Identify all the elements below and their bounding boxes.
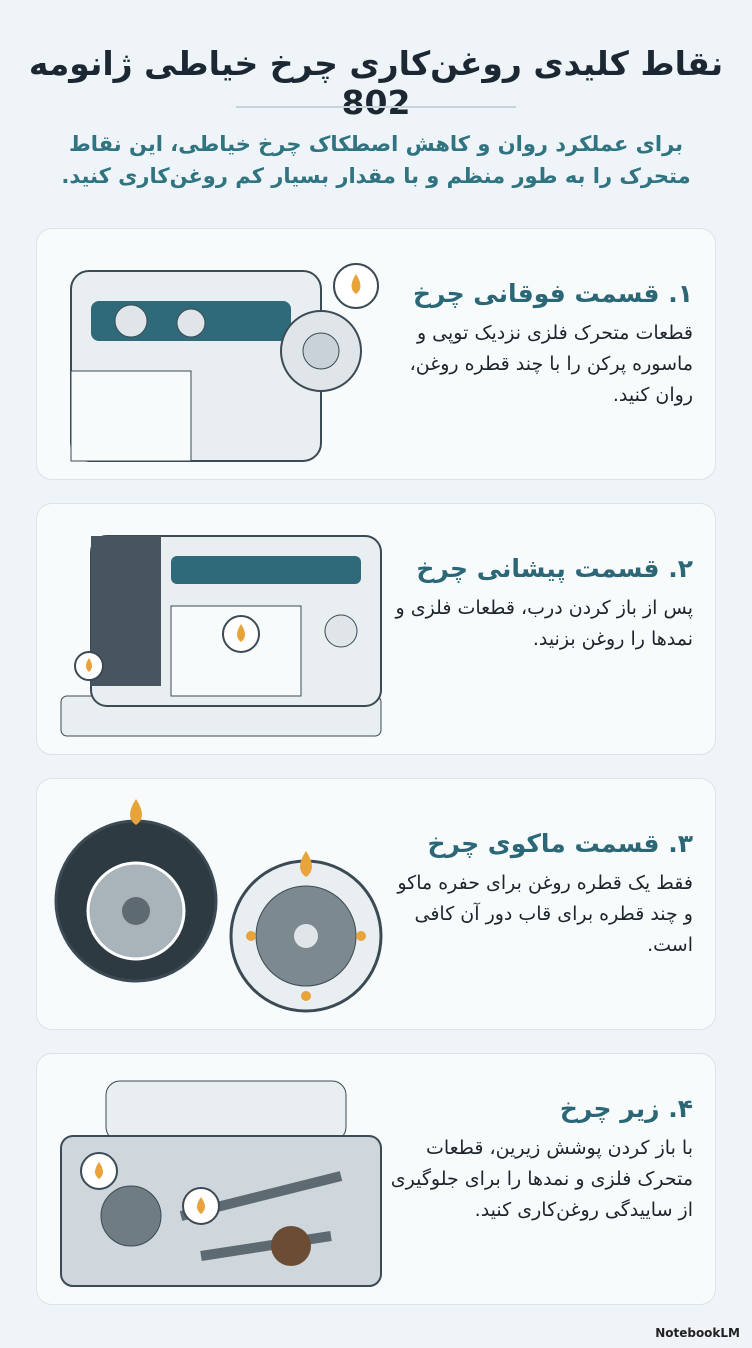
section-heading: ۱. قسمت فوقانی چرخ (413, 279, 693, 308)
subtitle: برای عملکرد روان و کاهش اصطکاک چرخ خیاطی… (61, 132, 691, 188)
section-text: فقط یک قطره روغن برای حفره ماکو و چند قط… (397, 872, 693, 956)
section-card-underside: ۴. زیر چرخ با باز کردن پوشش زیرین، قطعات… (36, 1053, 716, 1305)
shuttle-hook-illustration (54, 799, 383, 1013)
sewing-machine-top-illustration (70, 263, 379, 462)
sewing-machine-front-illustration (60, 535, 382, 737)
section-text: با باز کردن پوشش زیرین، قطعات متحرک فلزی… (390, 1137, 693, 1221)
section-heading: ۴. زیر چرخ (559, 1094, 693, 1123)
section-card-front: ۲. قسمت پیشانی چرخ پس از باز کردن درب، ق… (36, 503, 716, 755)
section-card-upper: ۱. قسمت فوقانی چرخ قطعات متحرک فلزی نزدی… (36, 228, 716, 480)
machine-underside-illustration (60, 1080, 382, 1287)
section-text: پس از باز کردن درب، قطعات فلزی و نمدها ر… (395, 597, 693, 650)
section-heading: ۳. قسمت ماکوی چرخ (427, 829, 694, 858)
page-title: نقاط کلیدی روغن‌کاری چرخ خیاطی ژانومه 80… (28, 44, 724, 122)
brand-watermark: NotebookLM (655, 1326, 740, 1340)
section-heading: ۲. قسمت پیشانی چرخ (416, 554, 693, 583)
divider (236, 106, 516, 108)
section-text: قطعات متحرک فلزی نزدیک توپی و ماسوره پرک… (409, 322, 693, 406)
section-card-shuttle: ۳. قسمت ماکوی چرخ فقط یک قطره روغن برای … (36, 778, 716, 1030)
